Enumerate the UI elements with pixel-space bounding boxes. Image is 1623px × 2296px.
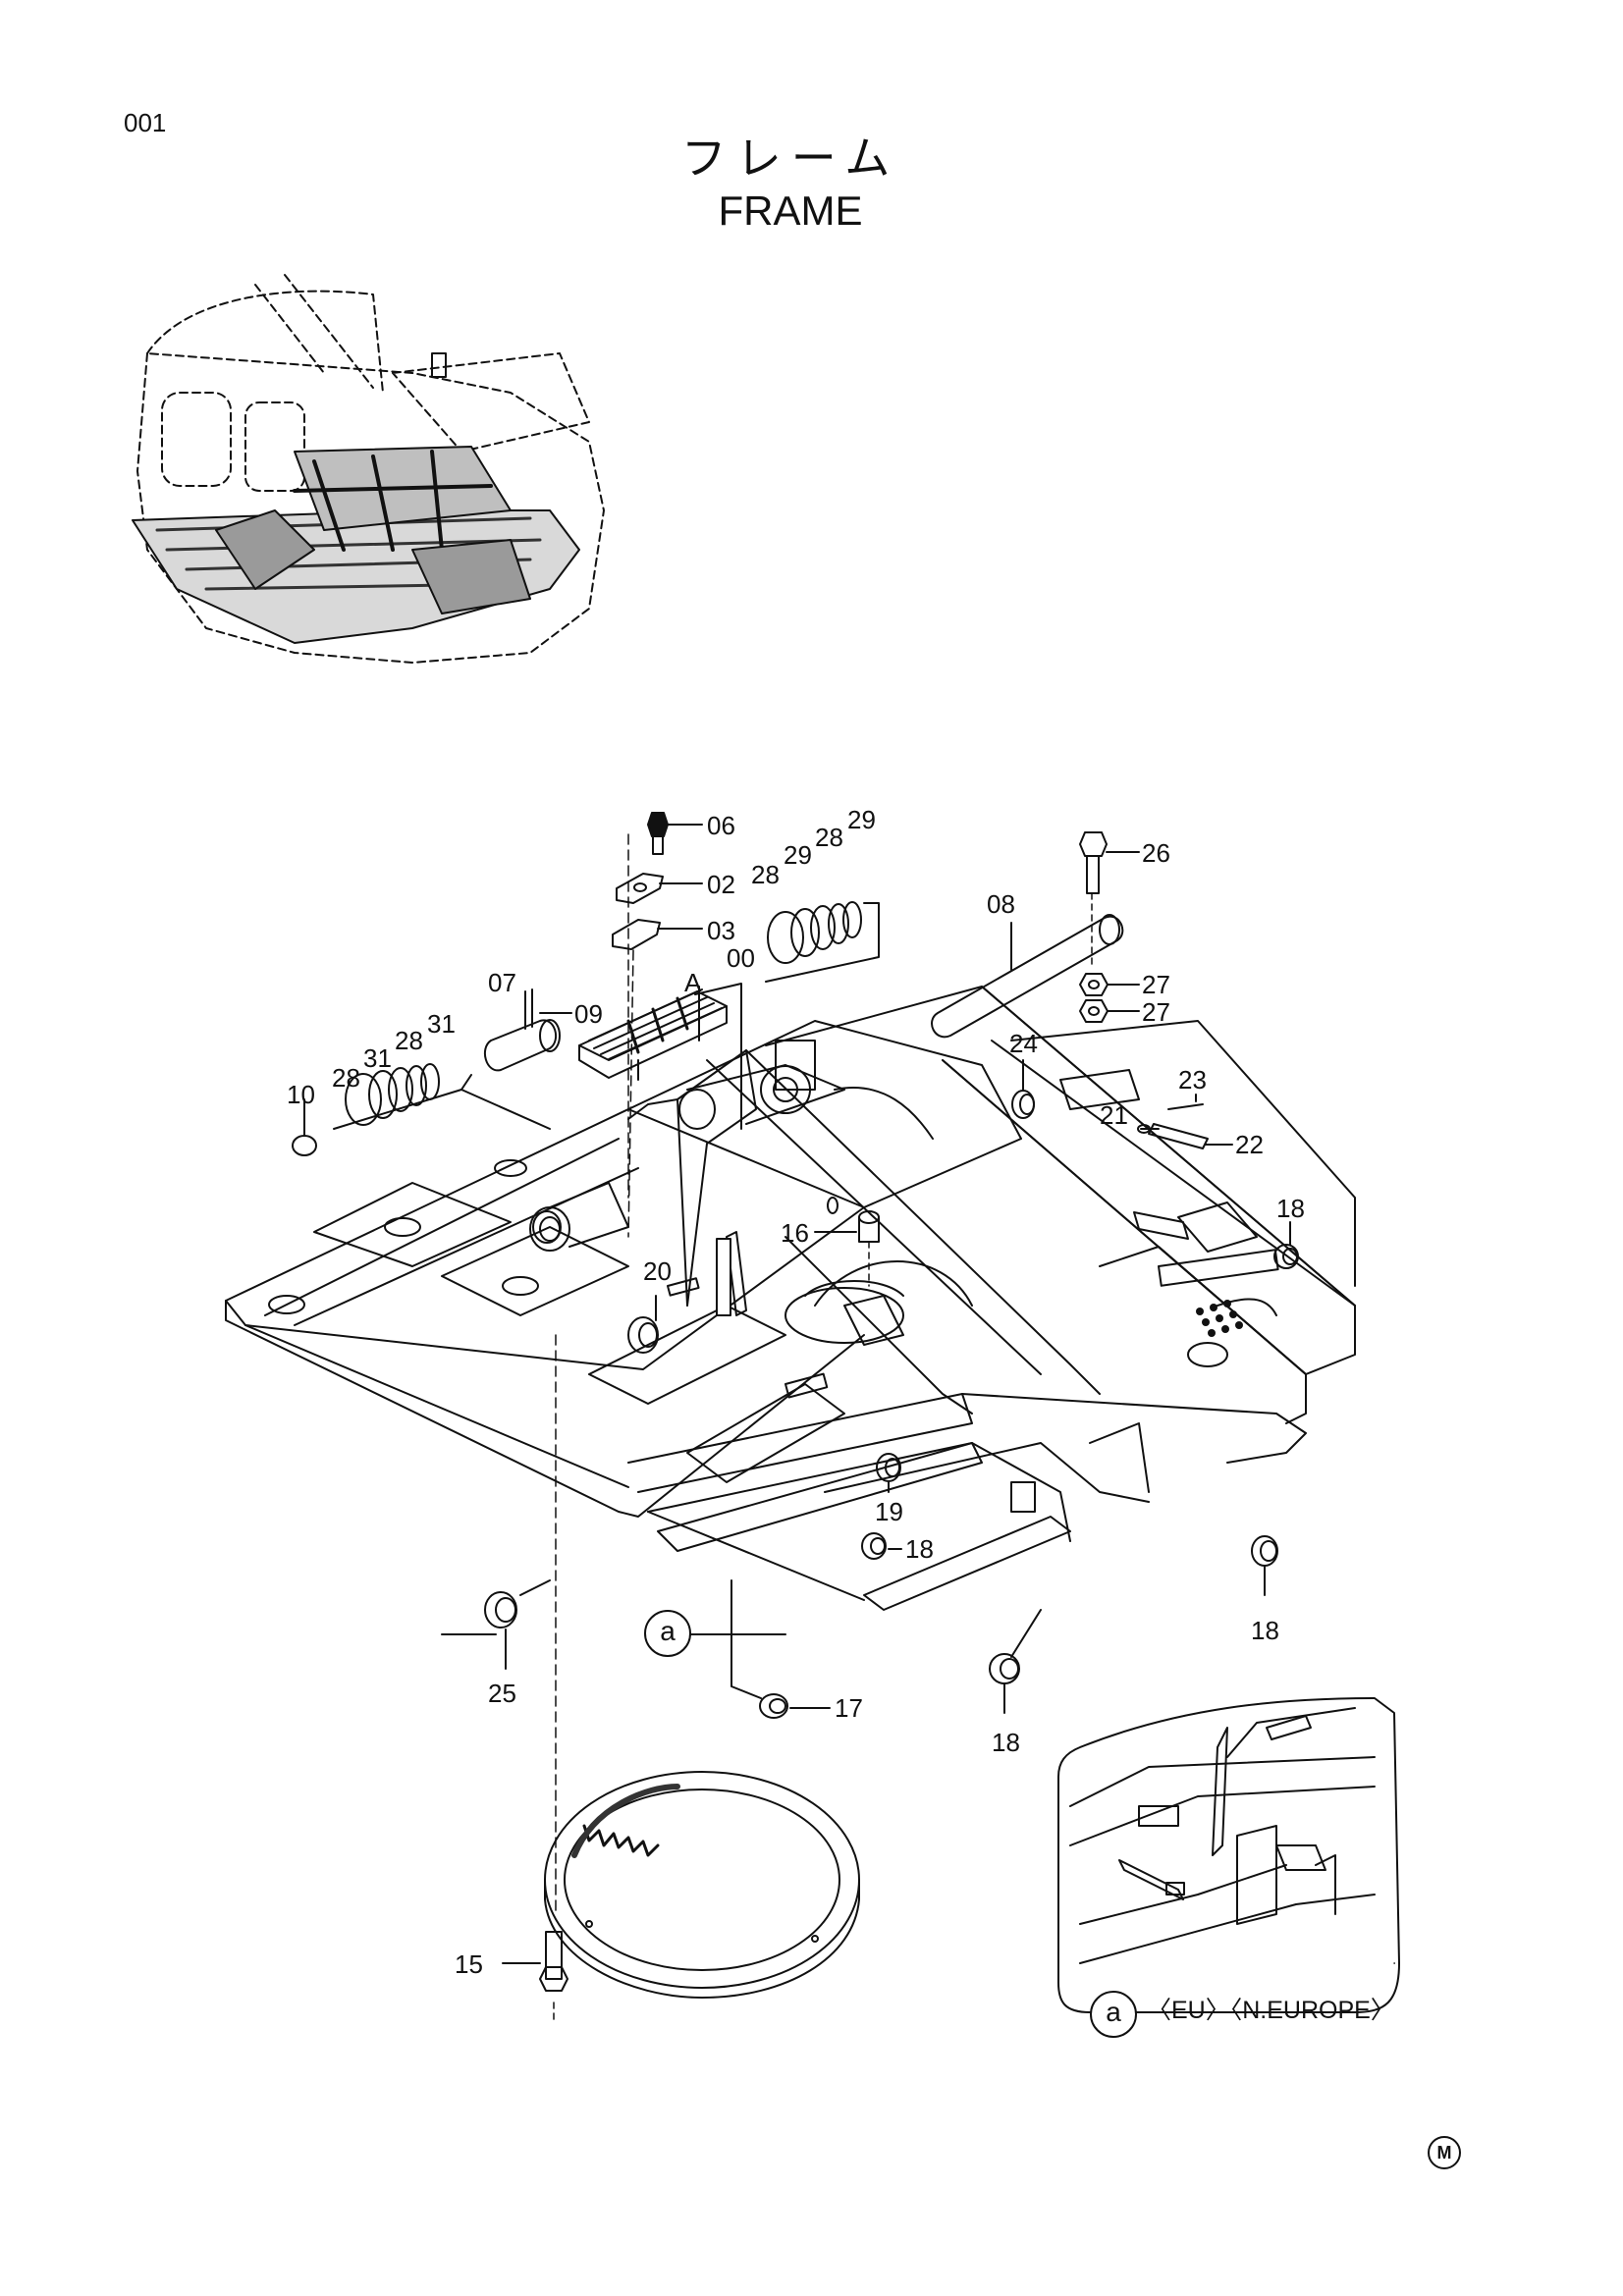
- callout-02: 02: [707, 870, 735, 899]
- callout-A: A: [684, 968, 702, 997]
- callout-25: 25: [488, 1679, 516, 1708]
- callout-31a: 31: [363, 1043, 392, 1073]
- callout-08: 08: [987, 889, 1015, 919]
- callout-18d: 18: [992, 1728, 1020, 1757]
- callout-17: 17: [835, 1693, 863, 1723]
- callout-19: 19: [875, 1497, 903, 1526]
- callout-20: 20: [643, 1256, 672, 1286]
- bolt-26: [1079, 831, 1140, 968]
- callout-09: 09: [574, 999, 603, 1029]
- swing-bearing-ring: [544, 1771, 860, 1999]
- detail-ref-main: a: [644, 1610, 691, 1657]
- page-title: FRAME: [718, 187, 863, 234]
- grommet-18d: [989, 1609, 1042, 1714]
- nut-27b: [1079, 999, 1140, 1023]
- snap-ring-10: [292, 1098, 317, 1156]
- callout-18b: 18: [1251, 1616, 1279, 1645]
- grommet-18a: [1273, 1221, 1299, 1269]
- main-frame: [225, 986, 1356, 1611]
- plate-02: [616, 873, 703, 904]
- callout-28a: 28: [751, 860, 780, 889]
- shim-stack-left: [333, 1063, 551, 1130]
- page-number: 001: [124, 108, 167, 137]
- grommet-17: [730, 1579, 831, 1719]
- callout-28c: 28: [332, 1063, 360, 1093]
- inset-detail-panel: [1057, 1697, 1400, 2013]
- grommet-20: [627, 1295, 659, 1354]
- callout-15: 15: [455, 1949, 483, 1979]
- callout-07: 07: [488, 968, 516, 997]
- shim-stack-top: [765, 901, 880, 983]
- detail-ref-inset: a: [1090, 1991, 1137, 2038]
- grommet-25: [484, 1579, 551, 1670]
- grommet-18b: [1251, 1535, 1278, 1596]
- excavator-overview-illustration: [132, 274, 605, 664]
- model-mark: M: [1428, 2136, 1461, 2169]
- grommet-top-left: [532, 1210, 562, 1244]
- plate-03: [612, 919, 703, 950]
- callout-16: 16: [781, 1218, 809, 1248]
- callout-06: 06: [707, 811, 735, 840]
- nut-27a: [1079, 973, 1140, 996]
- callout-21: 21: [1100, 1100, 1128, 1130]
- plug-16: [814, 1210, 880, 1287]
- callout-26: 26: [1142, 838, 1170, 868]
- grommet-24: [1011, 1059, 1035, 1119]
- callout-28d: 28: [395, 1026, 423, 1055]
- callout-18c: 18: [905, 1534, 934, 1564]
- callout-23: 23: [1178, 1065, 1207, 1095]
- callout-27a: 27: [1142, 970, 1170, 999]
- callout-10: 10: [287, 1080, 315, 1109]
- bolt-06: [647, 812, 703, 855]
- pin-08: [931, 914, 1124, 1039]
- page-title-japanese: フレーム: [680, 132, 900, 185]
- grommet-19: [876, 1453, 901, 1493]
- callout-22: 22: [1235, 1130, 1264, 1159]
- detail-region-note: 〈EU〉〈N.EUROPE〉: [1147, 1997, 1395, 2024]
- pin-07: [483, 988, 572, 1072]
- callout-27b: 27: [1142, 997, 1170, 1027]
- callout-29b: 29: [847, 805, 876, 834]
- step-grating-A: [578, 986, 728, 1081]
- callout-18a: 18: [1276, 1194, 1305, 1223]
- callout-31b: 31: [427, 1009, 456, 1039]
- grommet-18c: [861, 1532, 902, 1560]
- callout-00: 00: [727, 943, 755, 973]
- callout-03: 03: [707, 916, 735, 945]
- callout-28b: 28: [815, 823, 843, 852]
- lock-pin-21-22-23: [1133, 1094, 1233, 1240]
- callout-24: 24: [1009, 1029, 1038, 1058]
- callout-29a: 29: [784, 840, 812, 870]
- bolt-15: [502, 1931, 568, 2023]
